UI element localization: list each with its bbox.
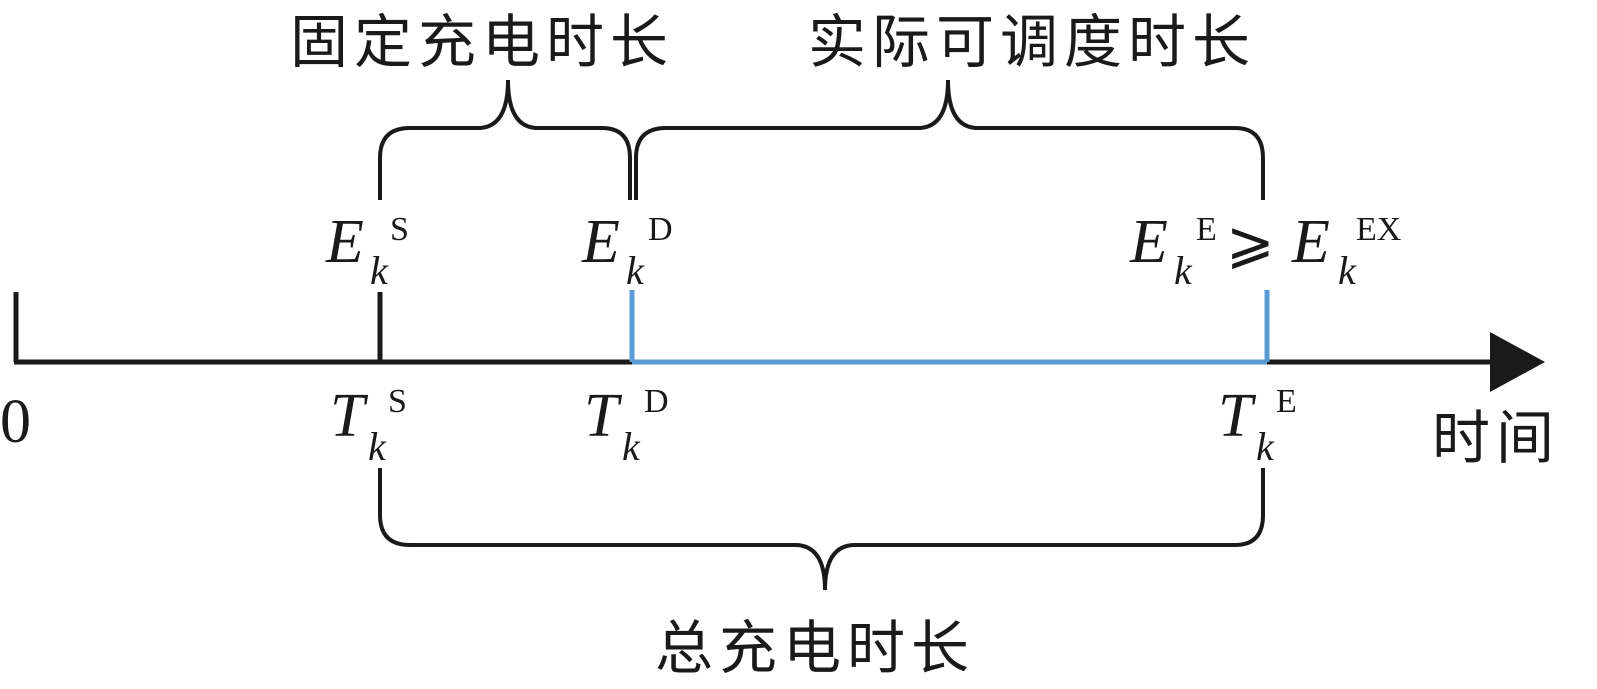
axis-arrowhead [1490, 332, 1545, 392]
energy-relation-symbol: ⩾ [1226, 210, 1275, 275]
time-axis [13, 292, 1495, 365]
origin-label: 0 [0, 388, 31, 456]
energy-end-base: E [1129, 208, 1168, 276]
energy-dispatch-sub: k [626, 248, 645, 293]
energy-start-sub: k [370, 248, 389, 293]
total-charge-duration-label: 总充电时长 [655, 614, 975, 682]
time-dispatch-sup: D [644, 383, 669, 420]
time-start-sup: S [388, 383, 407, 420]
energy-dispatch-label: E k D [581, 208, 673, 293]
energy-end-sub: k [1174, 248, 1193, 293]
energy-expected-sup: EX [1356, 211, 1401, 248]
energy-end-sup: E [1196, 211, 1217, 248]
total-charge-brace [378, 468, 1265, 591]
energy-end-label: E k E ⩾ [1129, 208, 1275, 293]
time-dispatch-sub: k [622, 424, 641, 469]
energy-start-sup: S [390, 211, 409, 248]
time-start-sub: k [368, 424, 387, 469]
fixed-charge-brace [378, 79, 632, 200]
time-end-label: T k E [1218, 382, 1297, 469]
time-end-base: T [1218, 382, 1257, 450]
time-start-label: T k S [330, 382, 407, 469]
energy-start-base: E [325, 208, 364, 276]
time-end-sub: k [1256, 424, 1275, 469]
fixed-charge-duration-label: 固定充电时长 [290, 8, 674, 76]
time-dispatch-label: T k D [584, 382, 669, 469]
time-end-sup: E [1276, 383, 1297, 420]
energy-expected-label: E k EX [1291, 208, 1401, 293]
energy-dispatch-sup: D [648, 211, 673, 248]
time-axis-label: 时间 [1432, 404, 1560, 472]
dispatch-segment [629, 290, 1270, 365]
time-dispatch-base: T [584, 382, 623, 450]
time-start-base: T [330, 382, 369, 450]
energy-expected-base: E [1291, 208, 1330, 276]
energy-start-label: E k S [325, 208, 409, 293]
actual-dispatch-brace [634, 79, 1265, 200]
actual-dispatch-duration-label: 实际可调度时长 [808, 8, 1256, 76]
energy-dispatch-base: E [581, 208, 620, 276]
energy-expected-sub: k [1338, 248, 1357, 293]
